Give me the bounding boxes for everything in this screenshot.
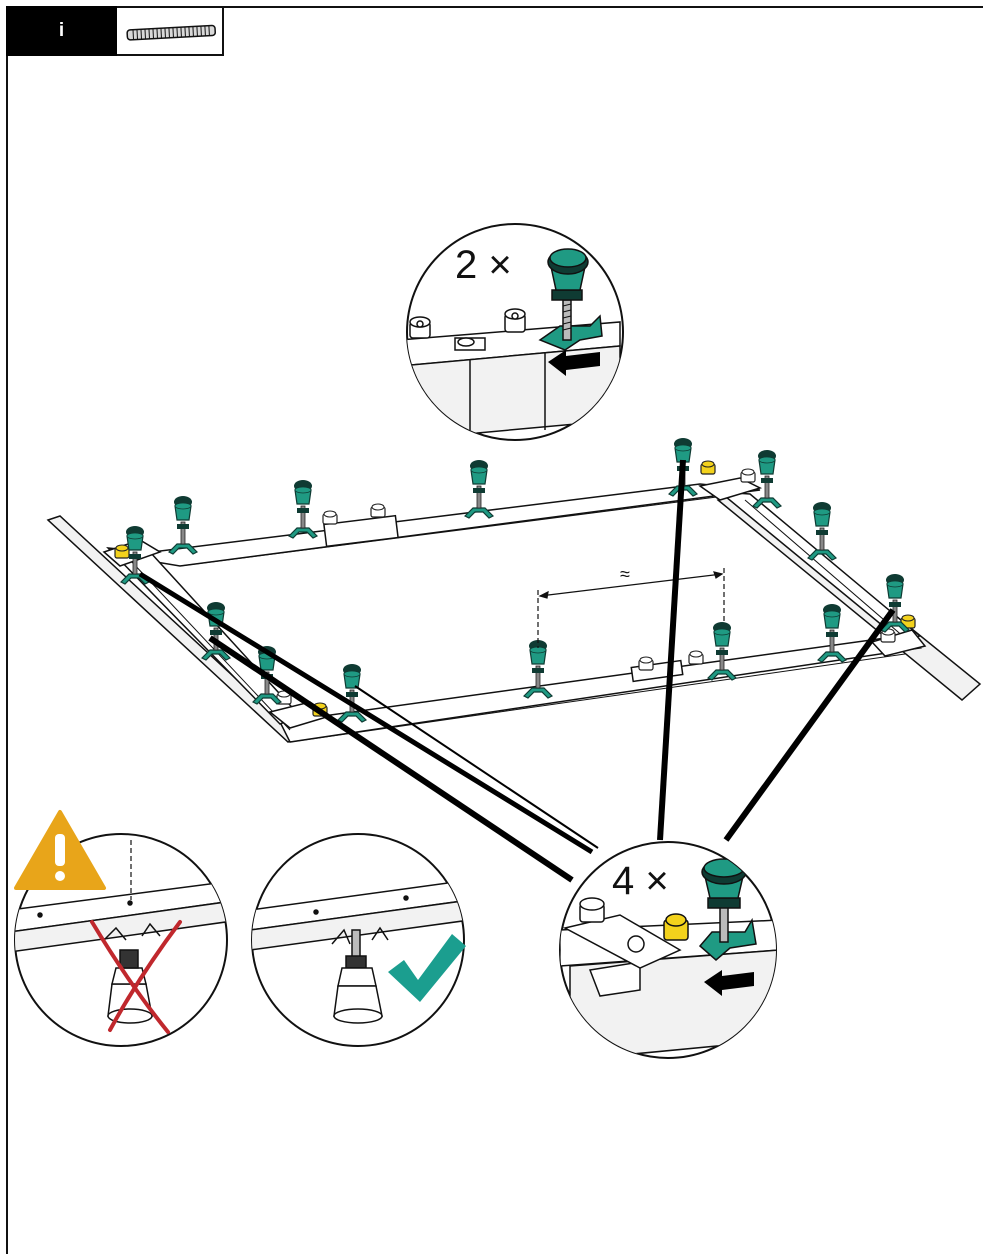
part-box (117, 6, 224, 56)
detail-circle-correct (251, 833, 465, 1047)
approx-symbol: ≈ (620, 564, 630, 584)
warning-triangle-icon (14, 810, 106, 890)
detail-circle-top: 2 × (406, 223, 624, 441)
shower-tray-frame (46, 483, 982, 743)
callout-leaders (138, 459, 896, 883)
green-check-icon (388, 934, 466, 1002)
info-badge: i (6, 6, 117, 56)
detail-circle-bottom-right: 4 × (559, 841, 777, 1059)
page-frame (6, 6, 983, 1254)
top-count-label: 2 × (455, 243, 512, 287)
spacing-dimension (537, 568, 725, 648)
info-label: i (58, 20, 65, 41)
bottom-count-label: 4 × (612, 859, 669, 903)
threaded-rod-icon (126, 24, 216, 41)
red-cross-icon (90, 920, 182, 1034)
